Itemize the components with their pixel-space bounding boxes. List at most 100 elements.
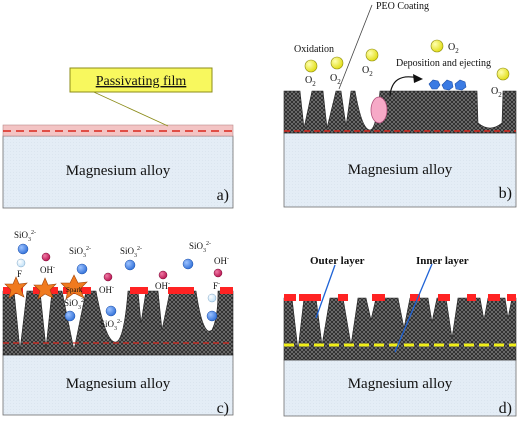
o2-molecule: O2: [330, 56, 344, 86]
o2-label: O2: [448, 42, 459, 55]
panel-label-b: b): [499, 185, 512, 202]
silicate-ion: SiO32-: [182, 241, 211, 270]
deposit-particle: [428, 79, 441, 90]
o2-particle: [430, 39, 444, 53]
o2-particle: [496, 67, 510, 81]
red-patch: [220, 287, 233, 294]
fluoride-label: F: [17, 269, 22, 279]
silicate-label: SiO32-: [120, 246, 142, 259]
silicate-label: SiO32-: [64, 298, 86, 311]
silicate-ion: SiO32-: [100, 305, 122, 332]
silicate-label: SiO32-: [69, 246, 91, 259]
hydroxide-ion: OH-: [99, 272, 114, 295]
hydroxide-ion: OH-: [155, 270, 170, 291]
o2-label: O2: [491, 86, 502, 99]
panel-label-c: c): [217, 400, 229, 417]
panel-label-d: d): [499, 400, 512, 417]
passivating-film-callout: [69, 67, 213, 93]
red-patch: [467, 294, 476, 301]
spark-icon: [4, 276, 28, 299]
o2-molecule: O2: [304, 59, 318, 88]
substrate-label-c: Magnesium alloy: [66, 376, 171, 392]
o2-label: O2: [330, 73, 341, 86]
red-patch: [410, 294, 420, 301]
fluoride-particle: [16, 258, 26, 268]
panel-d: Outer layer Inner layer Magnesium alloy …: [283, 255, 517, 417]
fluoride-label: F-: [213, 281, 220, 291]
panel-label-a: a): [217, 187, 229, 204]
magnesium-alloy-substrate: [283, 359, 517, 417]
fluoride-ion: F: [16, 258, 26, 279]
ejection-arrowhead: [413, 74, 423, 83]
silicate-particle: [64, 310, 76, 322]
hydroxide-particle: [41, 252, 51, 262]
hydroxide-label: OH-: [99, 285, 114, 295]
silicate-label: SiO32-: [100, 319, 122, 332]
silicate-label: SiO32-: [14, 230, 36, 243]
o2-molecule: O2: [362, 48, 379, 78]
callout-leader-line: [84, 87, 169, 127]
hydroxide-particle: [103, 272, 113, 282]
deposit-particle: [441, 79, 454, 91]
red-surface-patches: [284, 294, 516, 301]
silicate-ion: [206, 310, 218, 322]
silicate-particle: [206, 310, 218, 322]
deposit-particle: [454, 79, 467, 91]
o2-particle: [330, 56, 344, 70]
silicate-ion: SiO32-: [69, 246, 91, 275]
passivating-film-label: Passivating film: [96, 74, 187, 89]
deposited-particles: [428, 79, 467, 91]
hydroxide-label: OH-: [155, 281, 170, 291]
red-patch: [284, 294, 296, 301]
silicate-ion: SiO32-: [120, 246, 142, 271]
magnesium-alloy-substrate: [2, 354, 234, 416]
panel-a: Passivating film Magnesium alloy a): [2, 67, 234, 209]
o2-molecule: O2: [430, 39, 459, 55]
o2-particle: [365, 48, 379, 62]
panel-c: Spark SiO32- F OH- SiO32- SiO32- OH- S: [2, 230, 234, 417]
spark-icon: [33, 277, 57, 300]
red-patch: [507, 294, 516, 301]
o2-label: O2: [305, 75, 316, 88]
silicate-particle: [17, 243, 29, 255]
red-patch: [168, 287, 194, 294]
hydroxide-label: OH-: [40, 265, 55, 275]
oxidation-label: Oxidation: [294, 44, 334, 55]
discharge-bubble: [370, 96, 388, 124]
red-patch: [130, 287, 148, 294]
peo-coating-leader: [338, 4, 373, 90]
silicate-particle: [76, 263, 88, 275]
inner-layer-leader: [394, 263, 433, 353]
red-patch: [338, 294, 348, 301]
o2-label: O2: [362, 65, 373, 78]
red-patch: [488, 294, 500, 301]
red-patch: [438, 294, 450, 301]
outer-layer-label: Outer layer: [310, 255, 365, 267]
silicate-ion: SiO32-: [64, 298, 86, 322]
silicate-particle: [124, 259, 136, 271]
hydroxide-particle: [158, 270, 168, 280]
substrate-label-d: Magnesium alloy: [348, 376, 453, 392]
magnesium-alloy-substrate: [283, 132, 517, 208]
peo-coating-label: PEO Coating: [376, 1, 429, 12]
spark-icon: [60, 274, 88, 300]
substrate-label-b: Magnesium alloy: [348, 162, 453, 178]
red-patch: [299, 294, 321, 301]
fluoride-ion: F-: [207, 281, 220, 303]
magnesium-alloy-substrate: [2, 135, 234, 209]
deposition-label: Deposition and ejecting: [396, 58, 491, 69]
substrate-label-a: Magnesium alloy: [66, 163, 171, 179]
o2-molecule: O2: [491, 67, 510, 99]
silicate-particle: [105, 305, 117, 317]
silicate-particle: [182, 258, 194, 270]
hydroxide-label: OH-: [214, 256, 229, 266]
o2-particle: [304, 59, 318, 73]
peo-coating-layer: [283, 297, 517, 361]
silicate-ion: SiO32-: [14, 230, 36, 255]
outer-layer-leader: [315, 264, 336, 319]
spark-label: Spark: [66, 286, 83, 294]
hydroxide-particle: [213, 268, 223, 278]
silicate-label: SiO32-: [189, 241, 211, 254]
fluoride-particle: [207, 293, 217, 303]
